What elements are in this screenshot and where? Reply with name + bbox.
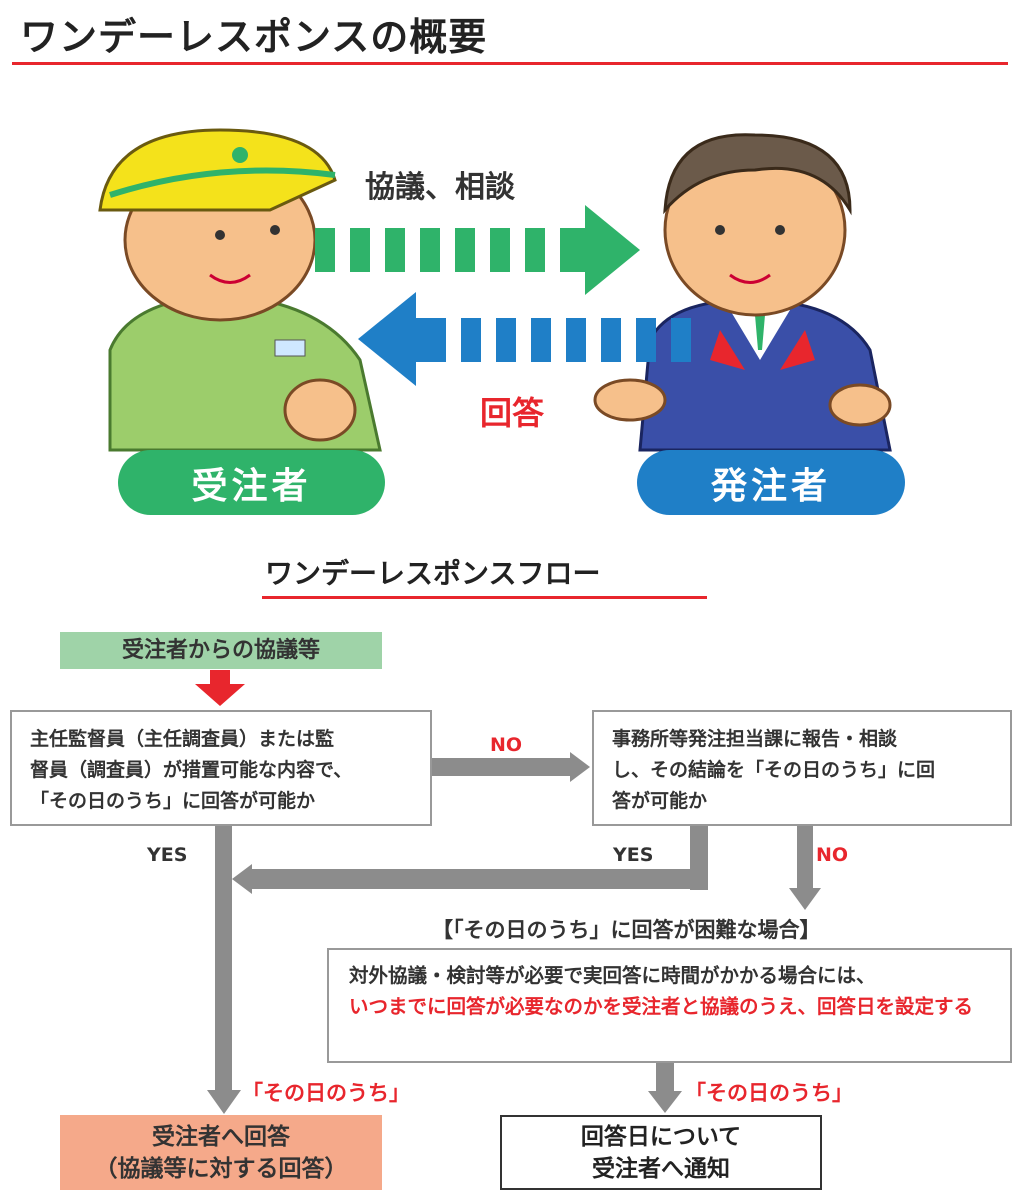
same-day-right-shaft	[656, 1063, 674, 1093]
yes-label-1: YES	[147, 844, 188, 866]
yes-label-2: YES	[613, 844, 654, 866]
page-title: ワンデーレスポンスの概要	[20, 15, 488, 59]
consult-arrow-right	[315, 205, 640, 295]
no-arrow-head	[570, 752, 590, 782]
end-right-line: 受注者へ通知	[592, 1155, 730, 1182]
difficult-case-box: 対外協議・検討等が必要で実回答に時間がかかる場合には、 いつまでに回答が必要なの…	[327, 948, 1012, 1063]
no-down-shaft	[797, 826, 813, 890]
yes-left-head	[207, 1090, 241, 1114]
start-arrow	[195, 670, 245, 706]
answer-contractor-box: 受注者へ回答 （協議等に対する回答）	[60, 1115, 382, 1190]
difficult-heading: 【「その日のうち」に回答が困難な場合】	[432, 918, 821, 942]
end-right-line: 回答日について	[580, 1123, 742, 1150]
contractor-badge: 受注者	[118, 450, 385, 515]
flow-heading-underline	[262, 596, 707, 599]
start-box: 受注者からの協議等	[60, 632, 382, 669]
flow-heading: ワンデーレスポンスフロー	[265, 557, 601, 590]
yes-right-head	[232, 864, 252, 894]
decision-box-office: 事務所等発注担当課に報告・相談 し、その結論を「その日のうち」に回 答が可能か	[592, 710, 1012, 826]
client-illustration	[593, 133, 892, 452]
consult-label: 協議、相談	[365, 170, 515, 205]
box1-line: 督員（調査員）が措置可能な内容で、	[30, 759, 353, 781]
same-day-right-label: 「その日のうち」	[685, 1081, 853, 1105]
box2-line: し、その結論を「その日のうち」に回	[612, 759, 936, 781]
box2-line: 事務所等発注担当課に報告・相談	[612, 728, 898, 750]
client-badge: 発注者	[637, 450, 905, 515]
box1-line: 「その日のうち」に回答が可能か	[30, 790, 316, 812]
end-left-line: （協議等に対する回答）	[94, 1155, 348, 1182]
decision-box-supervisor: 主任監督員（主任調査員）または監 督員（調査員）が措置可能な内容で、 「その日の…	[10, 710, 432, 826]
answer-arrow-left	[358, 292, 691, 386]
no-label-2: NO	[816, 844, 849, 866]
notify-contractor-box: 回答日について 受注者へ通知	[500, 1115, 822, 1190]
end-left-line: 受注者へ回答	[152, 1123, 290, 1150]
no-label-1: NO	[490, 734, 523, 756]
same-day-left-label: 「その日のうち」	[242, 1081, 410, 1105]
box3-line: 対外協議・検討等が必要で実回答に時間がかかる場合には、	[349, 964, 876, 987]
contractor-illustration	[98, 128, 382, 452]
answer-label: 回答	[480, 394, 545, 432]
no-arrow-shaft	[432, 758, 572, 776]
no-down-head	[789, 888, 821, 910]
yes-right-horizontal	[250, 869, 708, 889]
title-underline	[12, 62, 1008, 65]
box3-red-text: いつまでに回答が必要なのかを受注者と協議のうえ、回答日を設定する	[349, 995, 974, 1018]
yes-left-shaft	[215, 826, 232, 1094]
box2-line: 答が可能か	[612, 790, 708, 812]
same-day-right-head	[648, 1091, 682, 1113]
box1-line: 主任監督員（主任調査員）または監	[30, 728, 335, 750]
